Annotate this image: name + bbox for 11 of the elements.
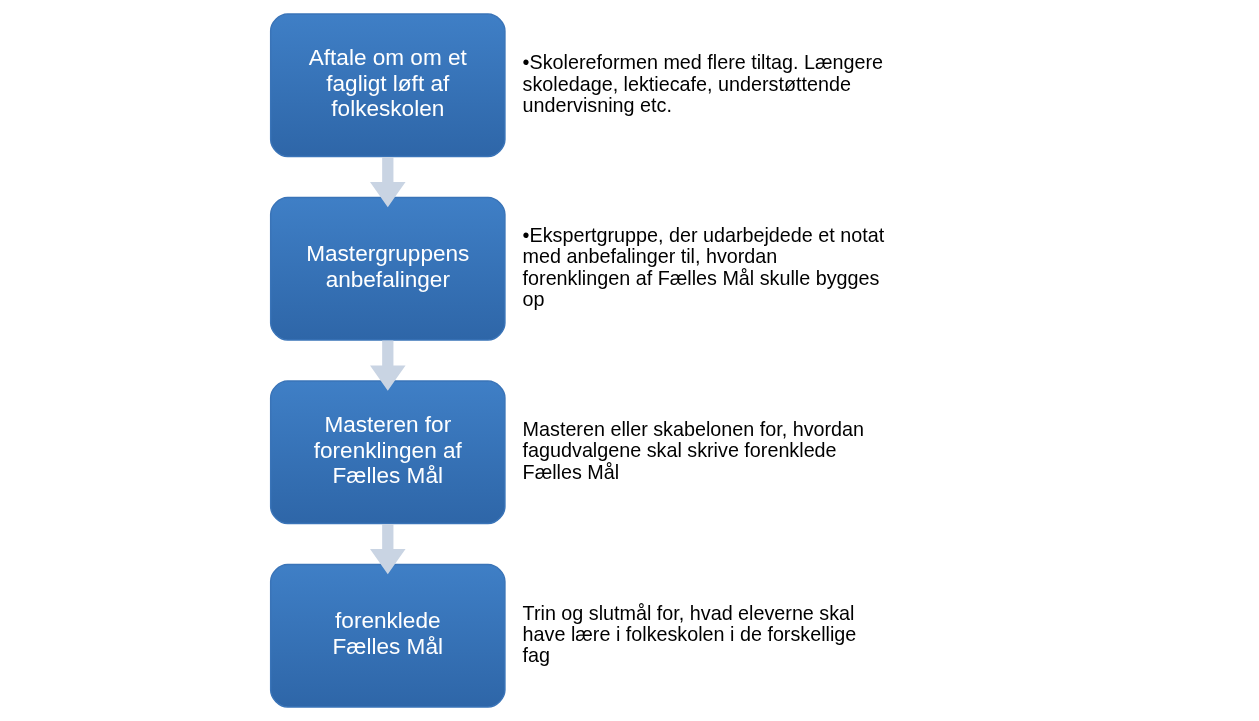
arrow bbox=[370, 340, 406, 391]
node-box: Masteren for forenklingen af Fælles Mål bbox=[269, 380, 506, 525]
arrow bbox=[370, 524, 406, 575]
arrow bbox=[370, 157, 406, 208]
node-box: Aftale om om et fagligt løft af folkeskolen bbox=[269, 13, 506, 158]
node-box: forenklede Fælles Mål bbox=[269, 563, 506, 708]
node-label: Trin og slutmål for, hvad eleverne skal have lære i folkeskolen i de forskellige fag bbox=[522, 601, 857, 667]
node-label: •Ekspertgruppe, der udarbejdede et notat med anbefalinger til, hvordan forenklingen af Fælles Mål skulle bygges op bbox=[522, 224, 885, 310]
node-box: Mastergruppens anbefalinger bbox=[269, 196, 506, 341]
node-label: •Skolereformen med flere tiltag. Længere skoledage, lektiecafe, understøttende undervisning etc. bbox=[522, 51, 883, 116]
node-label: Masteren eller skabelonen for, hvordan fagudvalgene skal skrive forenklede Fælles Mål bbox=[522, 418, 865, 483]
